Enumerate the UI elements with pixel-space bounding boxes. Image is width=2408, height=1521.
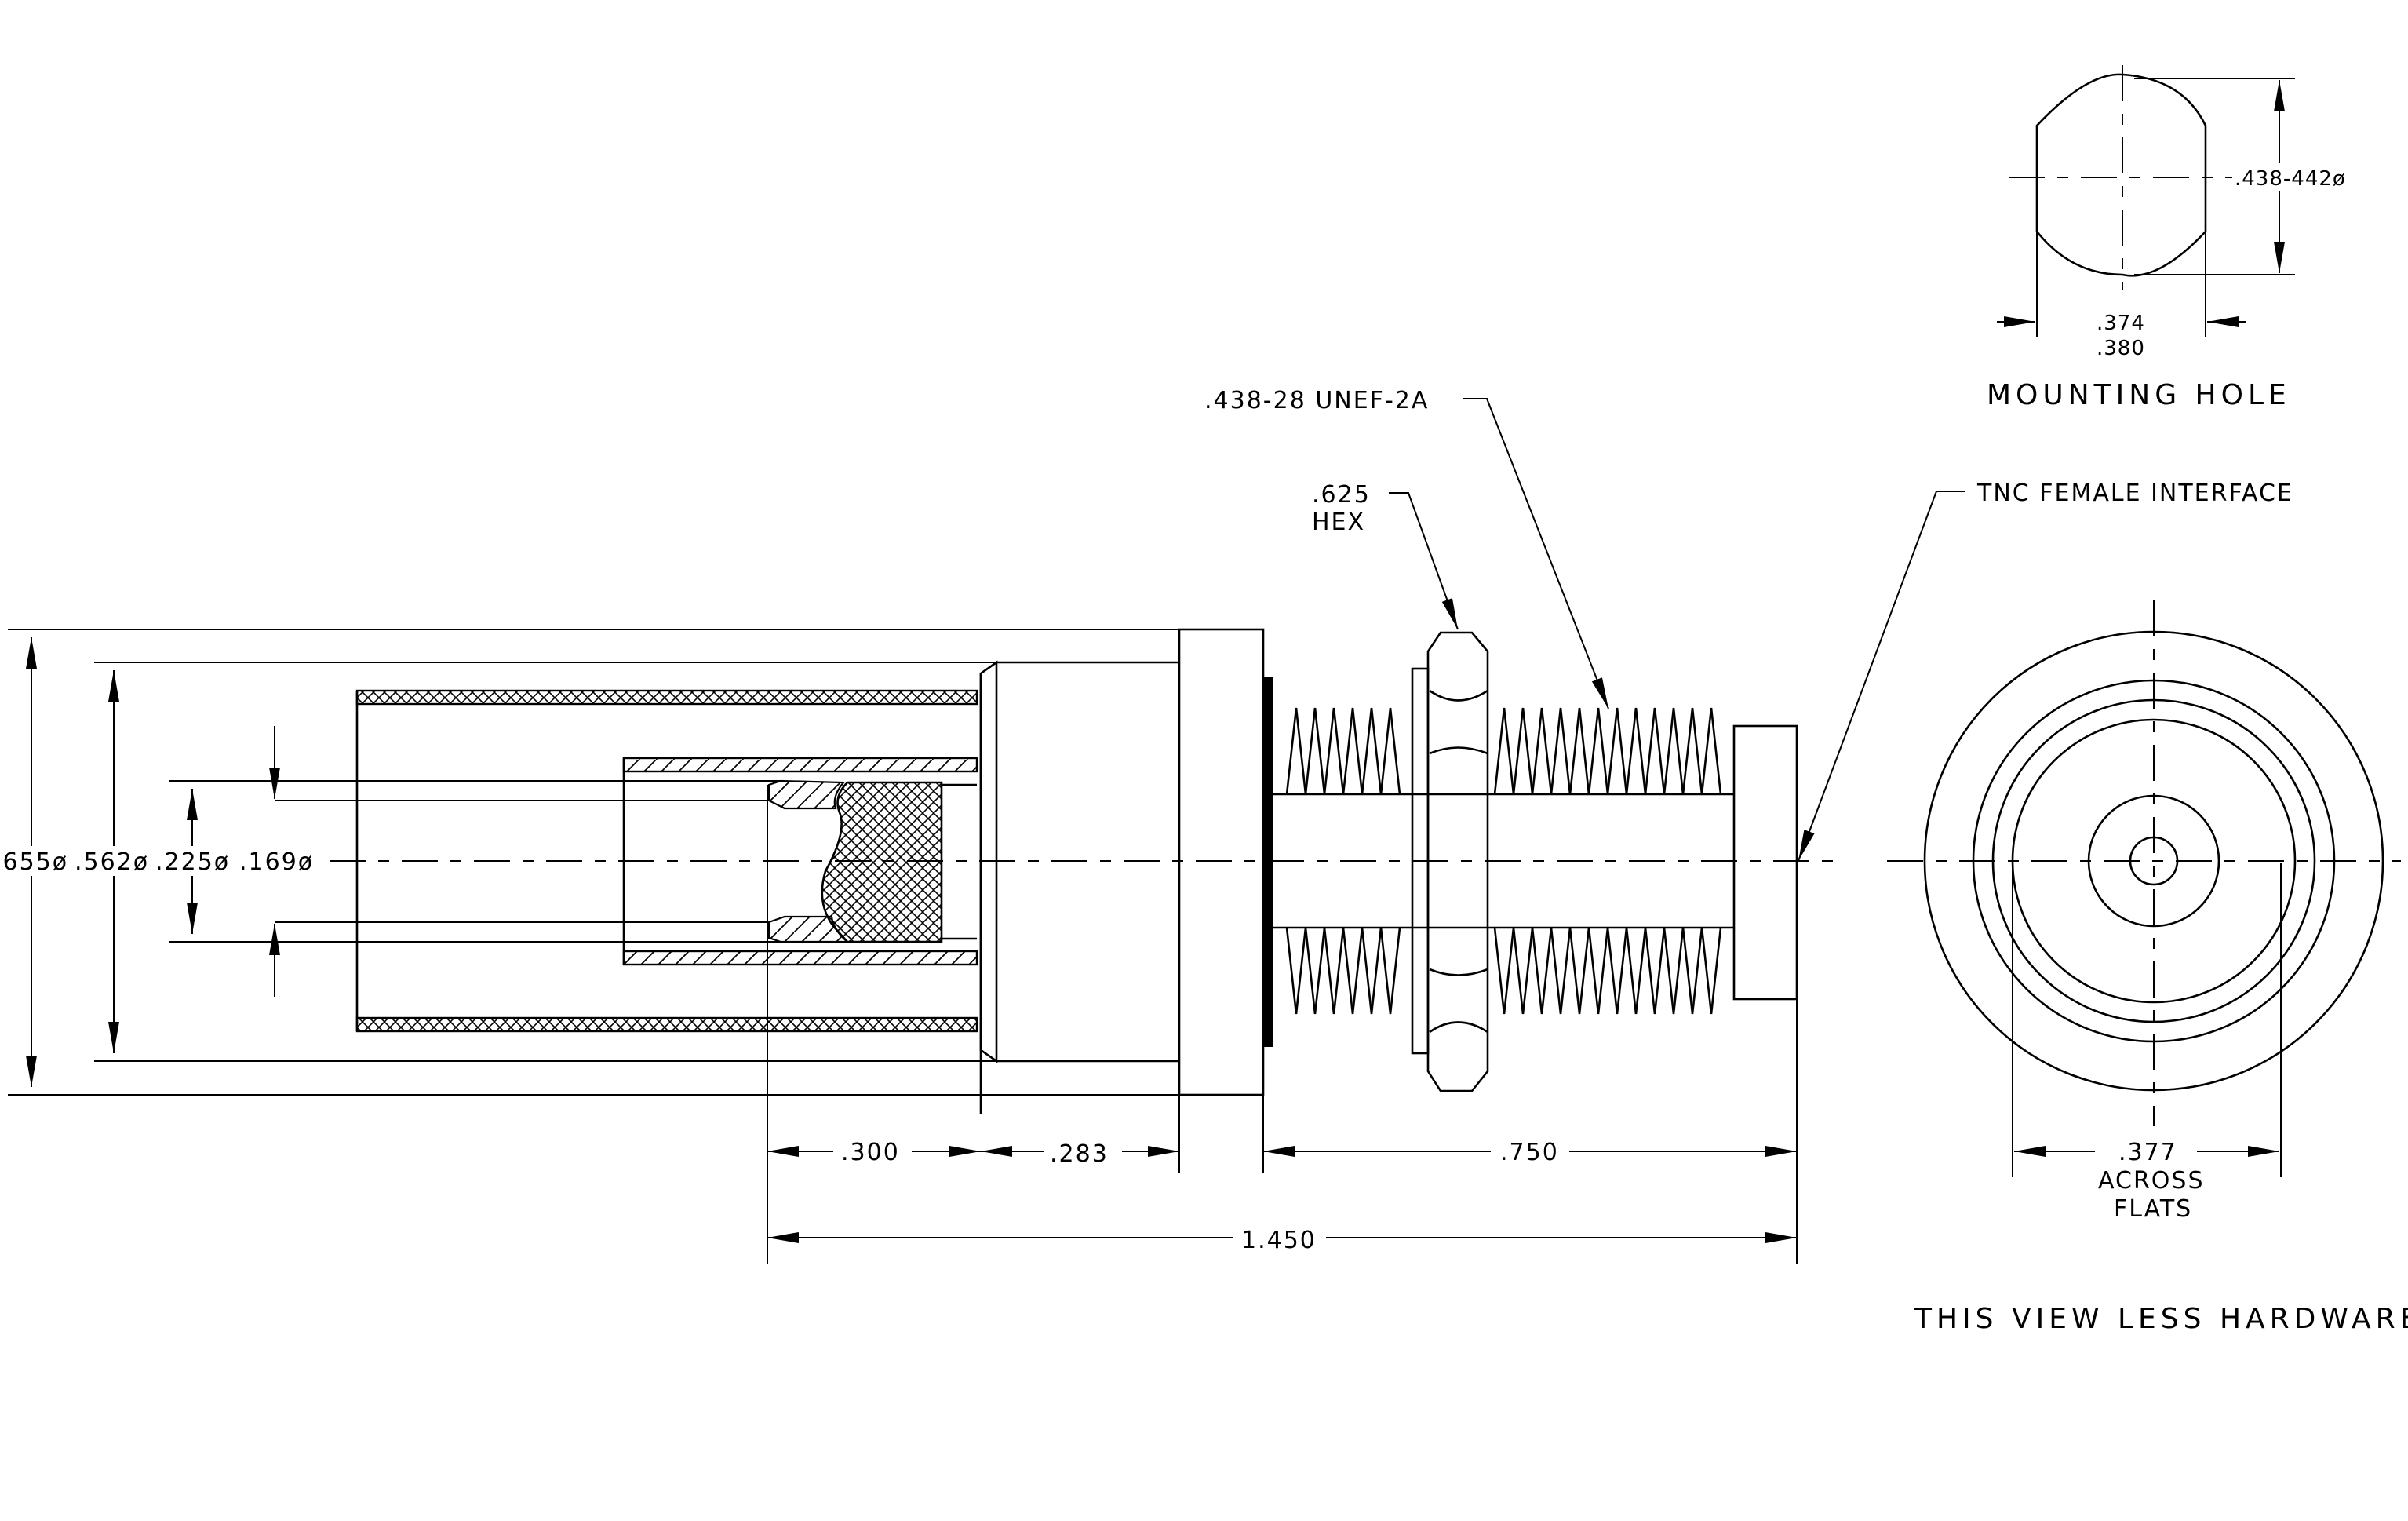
across-flats-line3: FLATS	[2114, 1195, 2192, 1223]
gasket	[1263, 677, 1273, 1047]
side-view: .655ø .562ø .225ø .169ø .300 .283 .750 1…	[0, 387, 2293, 1264]
dim-300-label: .300	[841, 1139, 900, 1166]
hex-nut-face-top	[1429, 689, 1488, 702]
hex-nut-face-bottom	[1429, 1021, 1488, 1034]
mounting-hole-flat-line2: .380	[2097, 337, 2145, 360]
flange	[1178, 628, 1265, 1096]
dim-283-label: .283	[1050, 1140, 1109, 1168]
dim-label-bg	[0, 846, 322, 876]
thread-teeth-lower-right	[1493, 927, 1722, 1015]
hex-nut	[1426, 631, 1489, 1092]
mounting-hole-title: MOUNTING HOLE	[1987, 379, 2291, 411]
dim-750-label: .750	[1500, 1139, 1559, 1166]
hex-leader	[1389, 492, 1459, 630]
insulator-insert	[821, 781, 943, 943]
thread-callout: .438-28 UNEF-2A	[1204, 387, 1429, 414]
thread-lower	[1285, 927, 1722, 1015]
mounting-hole-outline	[2035, 73, 2207, 277]
thread-teeth-upper-left	[1285, 707, 1401, 795]
end-view-circle-3	[1991, 698, 2316, 1023]
hex-nut-face-mid-bottom	[1429, 968, 1488, 976]
dielectric-tube-top	[622, 757, 978, 773]
interface-callout: TNC FEMALE INTERFACE	[1976, 480, 2293, 507]
mounting-hole-flat-line1: .374	[2097, 312, 2145, 335]
thread-upper	[1285, 707, 1722, 795]
end-view-circle-inner	[2129, 836, 2179, 886]
hex-callout-line2: HEX	[1312, 509, 1365, 536]
thread-leader	[1463, 398, 1609, 709]
dielectric-tube-bottom	[622, 950, 978, 966]
dim-1450-label: 1.450	[1241, 1227, 1317, 1254]
view-note: THIS VIEW LESS HARDWARE	[1914, 1303, 2408, 1335]
hex-callout-line1: .625	[1312, 481, 1371, 509]
end-view-circle-4	[2011, 718, 2297, 1004]
across-flats-line1: .377	[2118, 1139, 2177, 1166]
hex-nut-face-mid-top	[1429, 746, 1488, 755]
end-view-circle-outer	[1923, 630, 2384, 1092]
dim-562-label: .562ø	[75, 848, 149, 876]
interface-leader	[1798, 491, 1965, 862]
thread-teeth-upper-right	[1493, 707, 1722, 795]
end-view-circle-5	[2087, 794, 2220, 928]
cable-jacket-top	[355, 689, 978, 706]
interface-tip	[1732, 724, 1798, 1001]
end-view-circle-2	[1972, 679, 2336, 1043]
end-view: .377 ACROSS FLATS THIS VIEW LESS HARDWAR…	[1887, 600, 2408, 1335]
cable-jacket-bottom	[355, 1016, 978, 1033]
dim-655-label: .655ø	[0, 848, 68, 876]
contact-sleeve-bottom	[767, 915, 851, 943]
contact-sleeve-top	[767, 779, 846, 810]
mounting-hole-view: .438-442ø .374 .380 MOUNTING HOLE	[1987, 65, 2358, 411]
across-flats-line2: ACROSS	[2098, 1167, 2205, 1195]
dim-225-label: .225ø	[155, 848, 230, 876]
mounting-hole-diameter: .438-442ø	[2235, 167, 2346, 191]
dim-169-label: .169ø	[239, 848, 314, 876]
thread-teeth-lower-left	[1285, 927, 1401, 1015]
